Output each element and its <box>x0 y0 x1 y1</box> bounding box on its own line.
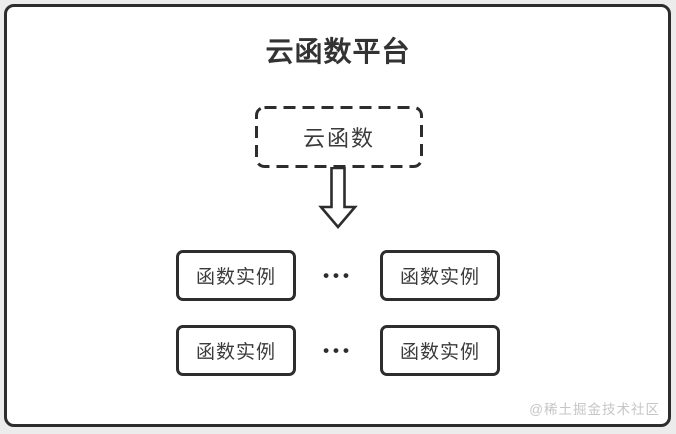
function-instance-box: 函数实例 <box>176 250 296 301</box>
function-instance-box: 函数实例 <box>380 250 500 301</box>
function-instance-label: 函数实例 <box>399 267 480 288</box>
function-instance-label: 函数实例 <box>195 267 276 288</box>
watermark: @稀土掘金技术社区 <box>529 402 660 417</box>
function-instance-box: 函数实例 <box>176 325 296 376</box>
cloud-function-box: 云函数 <box>255 106 423 168</box>
dashed-border <box>255 106 423 168</box>
ellipsis: ••• <box>323 341 353 360</box>
diagram-title: 云函数平台 <box>265 36 411 67</box>
down-block-arrow-icon <box>318 166 358 230</box>
function-instance-box: 函数实例 <box>380 325 500 376</box>
cloud-function-label: 云函数 <box>302 126 375 151</box>
function-instance-label: 函数实例 <box>399 342 480 363</box>
function-instance-label: 函数实例 <box>195 342 276 363</box>
ellipsis: ••• <box>323 266 353 285</box>
